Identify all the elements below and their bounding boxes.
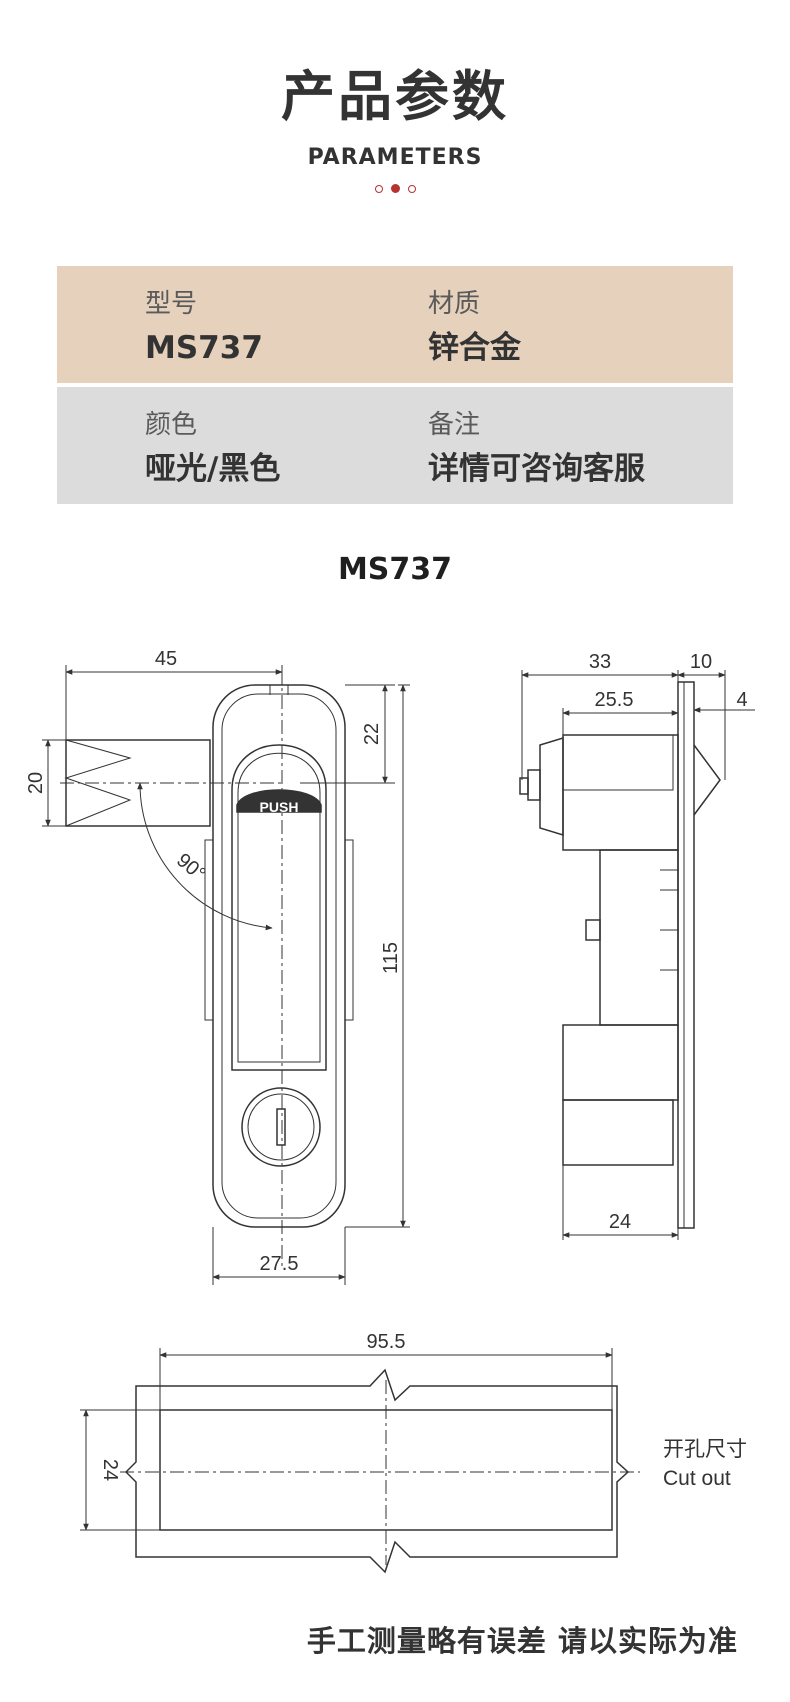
- dim-33-text: 33: [589, 651, 611, 673]
- angle-arc: [137, 782, 273, 931]
- dim-24-side-text: 24: [609, 1211, 631, 1233]
- angle-text: 90°: [172, 849, 209, 885]
- dot-icon: [374, 184, 383, 193]
- drawing-title: MS737: [337, 552, 453, 587]
- cutout-label-cn: 开孔尺寸: [663, 1438, 747, 1461]
- color-value: 哑光/黑色: [145, 451, 281, 487]
- parameter-row: 颜色 哑光/黑色 备注 详情可咨询客服: [57, 387, 733, 504]
- model-value: MS737: [145, 330, 263, 366]
- side-view: [519, 670, 755, 1240]
- dim-22-text: 22: [361, 723, 383, 745]
- handle-outline: [231, 744, 327, 1071]
- dim-25-5-text: 25.5: [595, 689, 634, 711]
- cutout-label-en: Cut out: [663, 1467, 731, 1490]
- dim-4-text: 4: [736, 689, 747, 711]
- dim-10-text: 10: [690, 651, 712, 673]
- body-middle: [599, 849, 679, 1026]
- technical-drawing: 45 20 22 115 27.5 90° 33 10 25.5 4 24 PU…: [25, 648, 755, 1285]
- disclaimer-note: 手工测量略有误差 请以实际为准: [306, 1624, 738, 1658]
- key-cylinder: [241, 1087, 321, 1167]
- dot-icon: [390, 184, 400, 193]
- panel-outline: [124, 1368, 630, 1574]
- handle-tip: [693, 744, 721, 816]
- dim-115-text: 115: [380, 942, 402, 974]
- decorative-dots: [0, 183, 790, 193]
- model-label: 型号: [145, 289, 198, 319]
- material-value: 锌合金: [428, 330, 521, 366]
- model-cell: 型号 MS737: [145, 286, 263, 370]
- keyhole: [276, 1108, 286, 1146]
- body-lower-1: [562, 1024, 679, 1101]
- material-label: 材质: [428, 289, 481, 319]
- dim-20-text: 20: [25, 772, 47, 794]
- dim-24-cutout-text: 24: [99, 1459, 121, 1481]
- dim-45-text: 45: [155, 648, 177, 670]
- flange-plate: [677, 681, 695, 1229]
- color-label: 颜色: [145, 410, 198, 440]
- cutout-drawing: 95.5 24 开孔尺寸 Cut out: [80, 1331, 747, 1574]
- remark-label: 备注: [428, 410, 481, 440]
- dot-icon: [407, 184, 416, 193]
- front-view: [42, 665, 410, 1285]
- lock-body-inner: [221, 693, 337, 1219]
- material-cell: 材质 锌合金: [428, 286, 521, 370]
- body-upper: [562, 734, 679, 851]
- push-label: PUSH: [260, 799, 299, 815]
- remark-cell: 备注 详情可咨询客服: [428, 407, 645, 491]
- dim-27-5-text: 27.5: [260, 1253, 299, 1275]
- color-cell: 颜色 哑光/黑色: [145, 407, 280, 491]
- nut: [539, 736, 564, 837]
- parameter-row: 型号 MS737 材质 锌合金: [57, 266, 733, 383]
- page-subtitle: PARAMETERS: [307, 145, 483, 170]
- body-lower-2: [562, 1099, 674, 1166]
- dim-95-5-text: 95.5: [367, 1331, 406, 1353]
- remark-value: 详情可咨询客服: [428, 451, 645, 487]
- parameter-table: 型号 MS737 材质 锌合金 颜色 哑光/黑色 备注 详情可咨询客服: [57, 266, 733, 504]
- page-title: 产品参数: [281, 65, 509, 128]
